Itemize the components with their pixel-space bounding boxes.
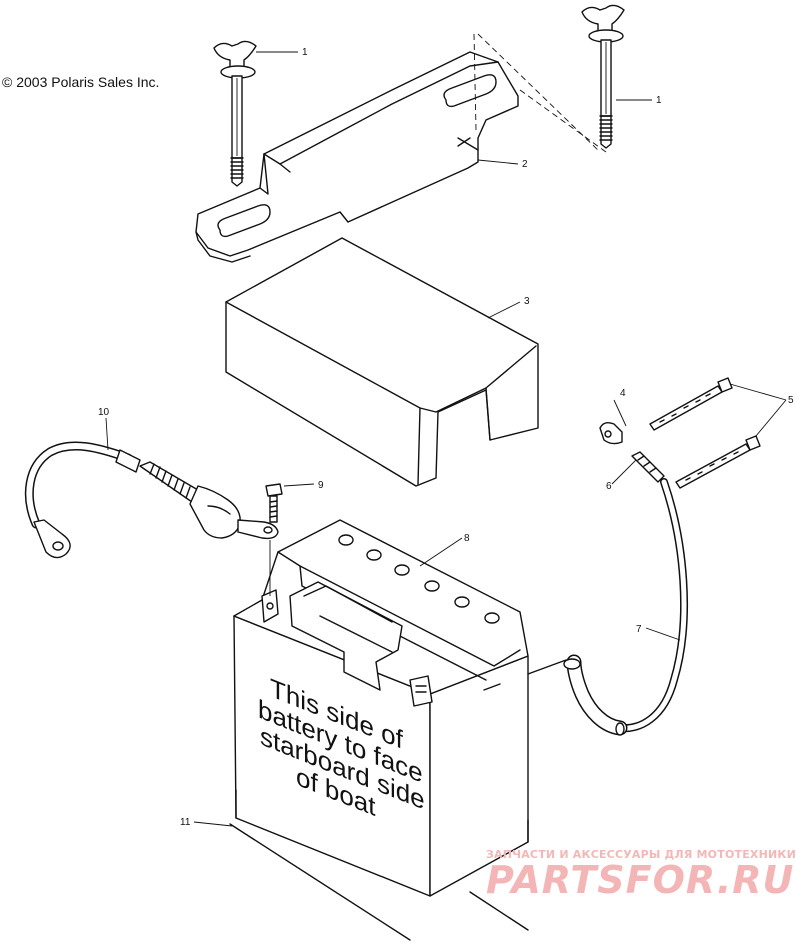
battery-cover: [225, 237, 539, 487]
callout-7: 7: [636, 624, 642, 635]
callout-3: 3: [524, 296, 530, 307]
callout-numbers: 1 1 2 3 4 5 6 7 8 9 10 11: [98, 47, 794, 828]
terminal-bolt: [265, 483, 283, 523]
watermark-tagline: ЗАПЧАСТИ И АКСЕССУАРЫ ДЛЯ МОТОТЕХНИКИ: [486, 848, 796, 861]
assembly-centerlines: [473, 33, 607, 153]
callout-8: 8: [464, 533, 470, 544]
callout-1a: 1: [302, 47, 308, 58]
callout-9: 9: [318, 480, 324, 491]
callout-11: 11: [180, 817, 191, 828]
callout-6: 6: [606, 481, 612, 492]
hold-down-bracket: [195, 51, 519, 263]
callout-10: 10: [98, 407, 110, 418]
battery-pad: [229, 823, 529, 941]
copyright-notice: © 2003 Polaris Sales Inc.: [2, 74, 160, 90]
battery-vent-caps: [338, 534, 500, 624]
wing-bolt-left: [213, 40, 257, 187]
tube-connector: [631, 451, 665, 483]
callout-1b: 1: [656, 95, 662, 106]
callout-4: 4: [620, 388, 626, 399]
battery: [233, 519, 529, 897]
elbow-fitting: [599, 421, 623, 445]
watermark-logo: PARTSFOR.RU: [486, 858, 795, 902]
wing-bolt-right: [581, 4, 625, 149]
tie-straps: [649, 377, 761, 489]
negative-cable: [24, 441, 279, 559]
callout-2: 2: [522, 159, 528, 170]
leader-lines: [105, 51, 787, 827]
callout-5: 5: [788, 395, 794, 406]
vent-tube: [527, 478, 689, 736]
